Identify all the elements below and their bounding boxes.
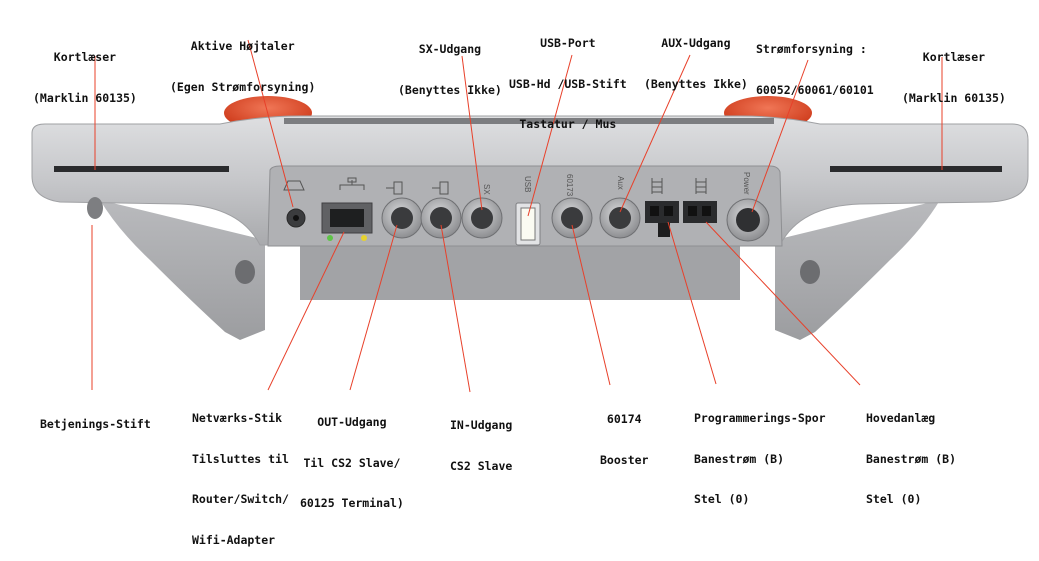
main-track-terminal[interactable]: [683, 201, 717, 223]
label-aux: AUX-Udgang (Benyttes Ikke): [644, 36, 748, 91]
card-slot-right: [830, 166, 1002, 172]
track-icon-programming: [651, 178, 663, 194]
sx-socket[interactable]: [461, 197, 503, 239]
label-programming: Programmerings-Spor Banestrøm (B) Stel (…: [694, 411, 826, 506]
leader-out: [349, 224, 398, 391]
stylus-tip[interactable]: [87, 197, 103, 219]
aux-socket[interactable]: [599, 197, 641, 239]
label-in: IN-Udgang CS2 Slave: [450, 418, 513, 473]
label-sx: SX-Udgang (Benyttes Ikke): [398, 42, 502, 97]
label-main: Hovedanlæg Banestrøm (B) Stel (0): [866, 411, 957, 506]
card-slot-left: [54, 166, 229, 172]
programming-track-terminal[interactable]: [645, 201, 679, 237]
diagram-stage: SX USB 60173 Aux Power: [31, 36, 1029, 546]
label-cardreader-left: Kortlæser (Marklin 60135): [33, 50, 137, 105]
leader-usb: [527, 54, 573, 217]
label-cardreader-right: Kortlæser (Marklin 60135): [902, 50, 1006, 105]
left-leg-hole: [235, 260, 255, 284]
out-socket[interactable]: [381, 197, 423, 239]
label-usb: USB-Port USB-Hd /USB-Stift Tastatur / Mu…: [509, 36, 627, 131]
panel-glyph-sx: SX: [482, 184, 491, 195]
left-leg: [100, 200, 265, 340]
usb-port[interactable]: [515, 202, 541, 246]
out-icon: [386, 181, 403, 195]
right-leg: [775, 200, 940, 340]
leader-network: [267, 231, 345, 391]
label-stylus: Betjenings-Stift: [40, 417, 151, 431]
device-illustration: SX USB 60173 Aux Power: [31, 39, 1029, 393]
leader-sx: [461, 55, 483, 211]
label-power: Strømforsyning : 60052/60061/60101: [756, 42, 874, 97]
booster-socket[interactable]: [551, 197, 593, 239]
in-socket[interactable]: [420, 197, 462, 239]
power-socket[interactable]: [726, 198, 770, 242]
network-icon: [339, 177, 365, 190]
leader-power: [751, 59, 809, 213]
right-leg-hole: [800, 260, 820, 284]
speaker-icon: [283, 180, 305, 191]
leader-aux: [619, 54, 691, 213]
label-out: OUT-Udgang Til CS2 Slave/ 60125 Terminal…: [300, 415, 404, 510]
label-speaker: Aktive Højtaler (Egen Strømforsyning): [170, 39, 316, 94]
leader-lines: [91, 39, 943, 393]
leader-in: [440, 224, 471, 393]
ethernet-port[interactable]: [321, 202, 373, 241]
label-network: Netværks-Stik Tilsluttes til Router/Swit…: [192, 411, 289, 547]
panel-glyph-60173: 60173: [565, 174, 574, 197]
leader-speaker: [247, 39, 294, 208]
panel-glyph-aux: Aux: [616, 176, 625, 190]
panel-glyph-usb: USB: [523, 176, 532, 192]
top-slot: [284, 118, 774, 124]
track-icon-main: [695, 178, 707, 194]
leader-programming: [667, 221, 717, 385]
center-base: [300, 240, 740, 300]
panel-glyph-power: Power: [742, 172, 751, 195]
label-booster: 60174 Booster: [600, 412, 649, 467]
leader-main: [705, 221, 861, 386]
in-icon: [432, 181, 449, 195]
leader-booster: [571, 224, 611, 386]
